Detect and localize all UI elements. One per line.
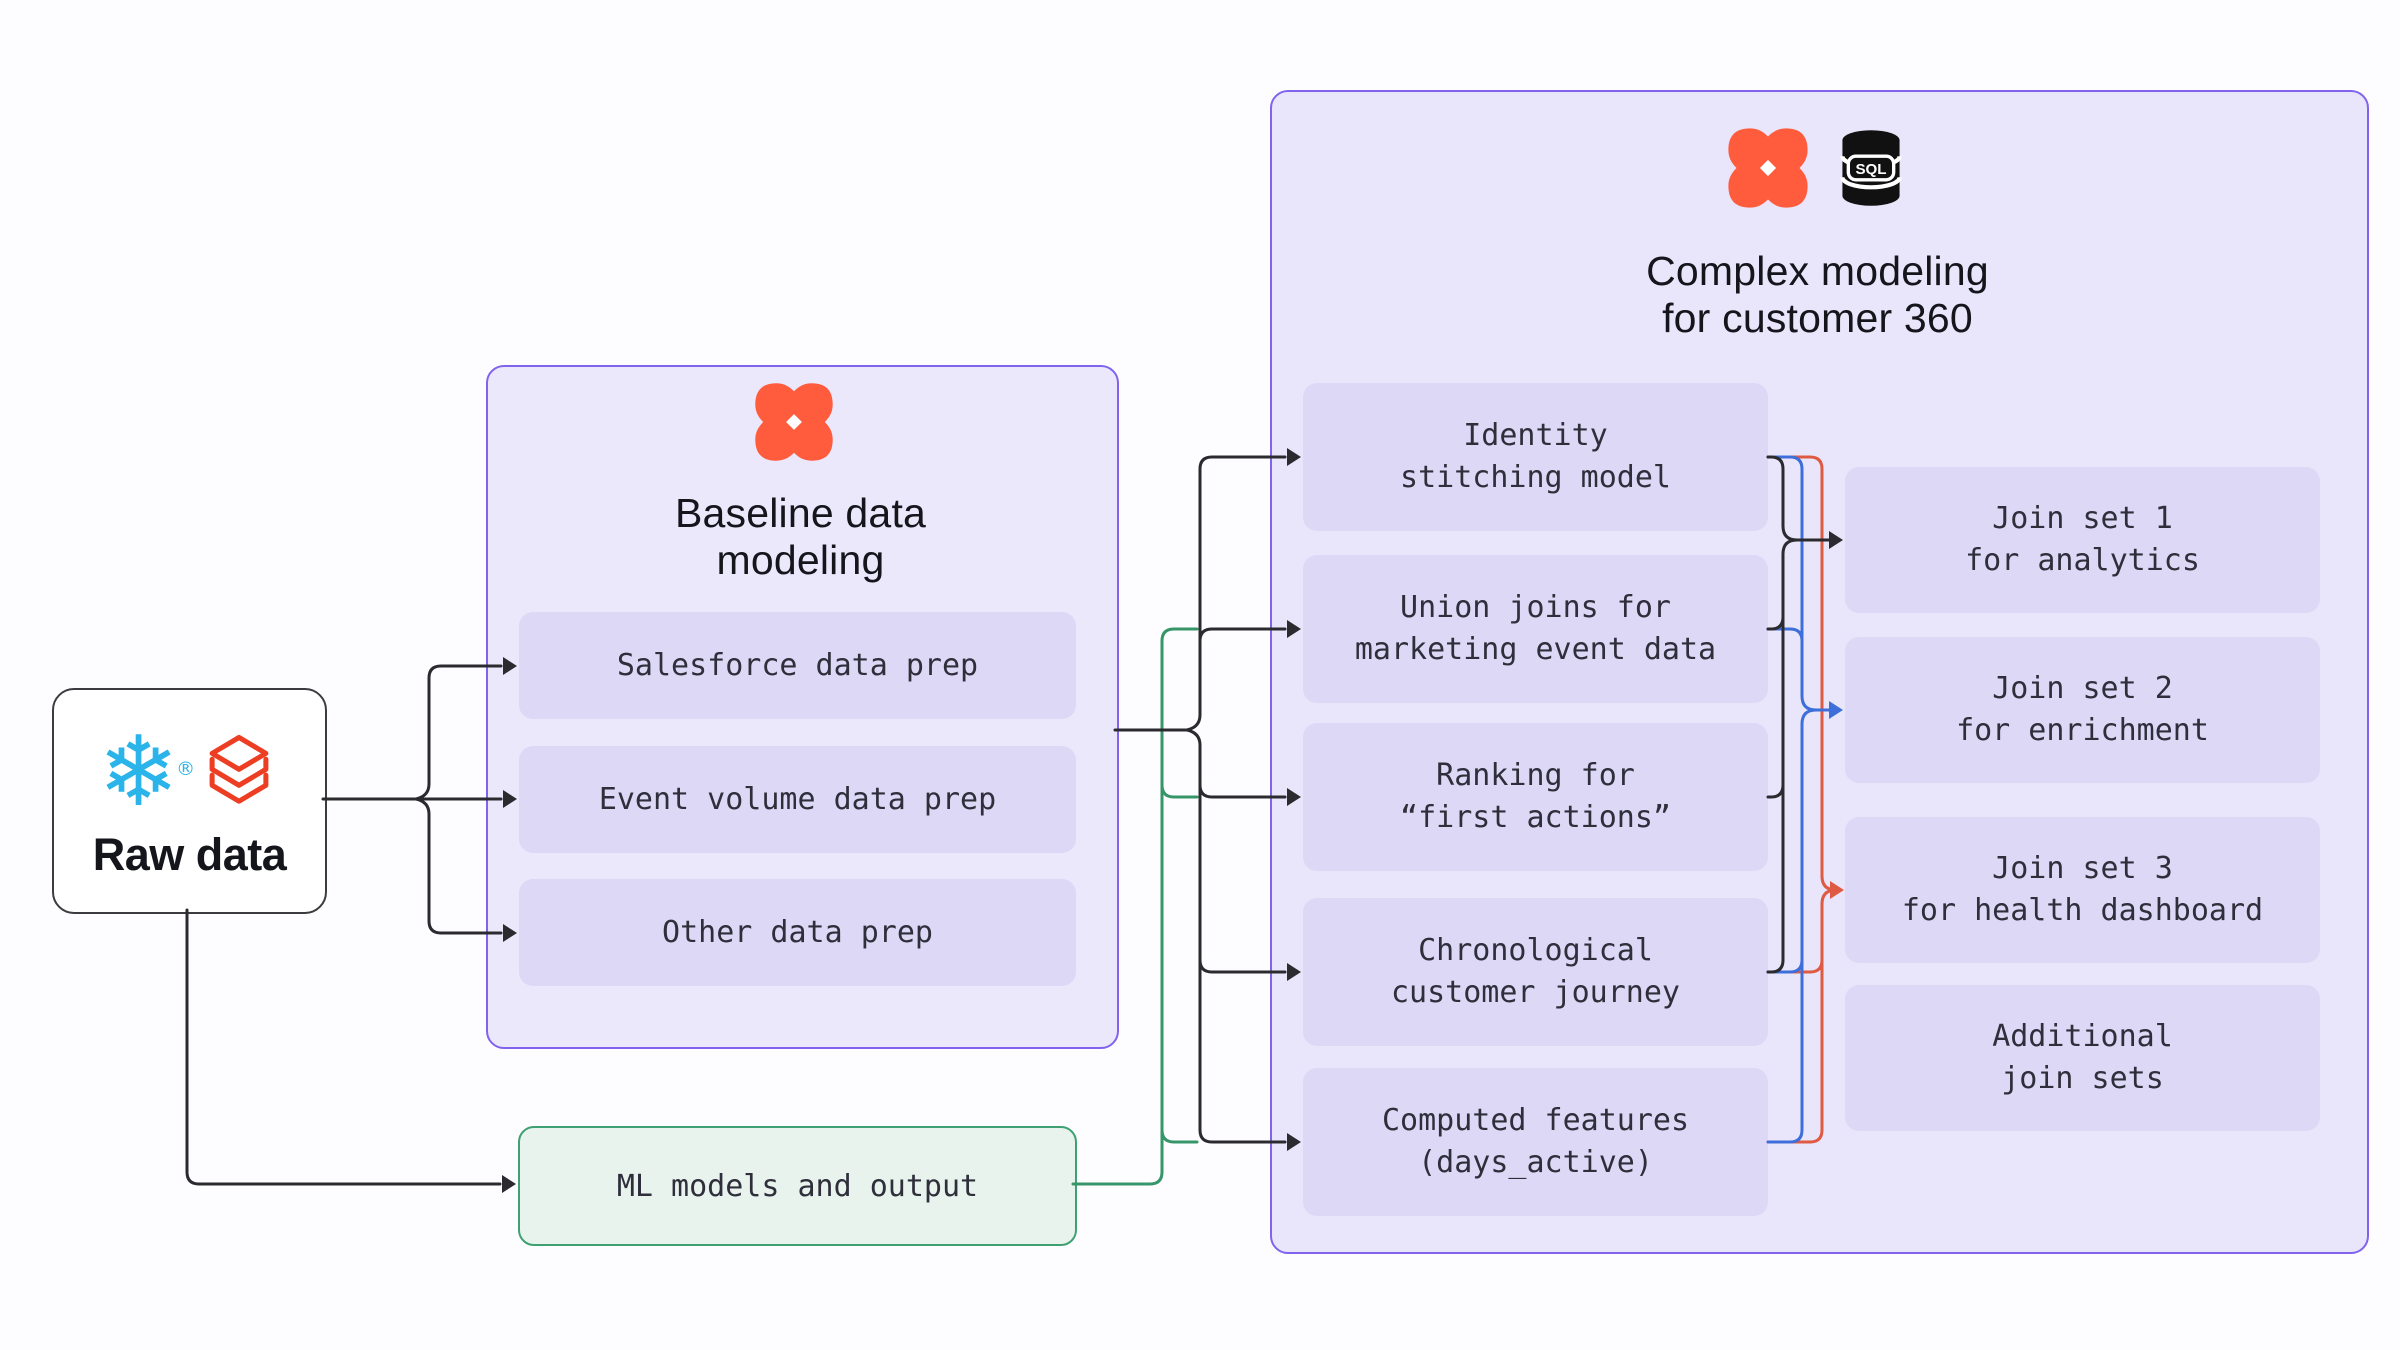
baseline-panel-title: Baseline data modeling: [674, 490, 927, 583]
identity-stitching-model-box: Identity stitching model: [1303, 383, 1768, 531]
computed-features-box: Computed features (days_active): [1303, 1068, 1768, 1216]
chronological-customer-journey-box: Chronological customer journey: [1303, 898, 1768, 1046]
sql-icon-label: SQL: [1855, 161, 1886, 178]
dbt-icon: [1727, 128, 1808, 208]
other-data-prep-box: Other data prep: [519, 879, 1076, 986]
raw-data-label: Raw data: [92, 829, 287, 880]
dbt-icon: [755, 383, 833, 461]
ranking-first-actions-box: Ranking for “first actions”: [1303, 723, 1768, 871]
join-set-1-box: Join set 1 for analytics: [1845, 467, 2320, 613]
salesforce-data-prep-box: Salesforce data prep: [519, 612, 1076, 719]
join-set-2-box: Join set 2 for enrichment: [1845, 637, 2320, 783]
join-set-3-box: Join set 3 for health dashboard: [1845, 817, 2320, 963]
additional-join-sets-box: Additional join sets: [1845, 985, 2320, 1131]
ml-models-node: ML models and output: [518, 1126, 1077, 1246]
complex-panel-icons: SQL: [1270, 122, 2365, 214]
complex-panel-title: Complex modeling for customer 360: [1646, 248, 1989, 341]
edge-raw-to-ml: [185, 908, 516, 1193]
raw-data-node: ❄® Raw data: [52, 688, 327, 914]
sql-database-icon: SQL: [1839, 130, 1902, 206]
raw-data-icons: ❄®: [98, 721, 281, 821]
union-joins-box: Union joins for marketing event data: [1303, 555, 1768, 703]
snowflake-icon: ❄®: [97, 714, 196, 828]
registered-trademark: ®: [176, 757, 196, 780]
databricks-icon: [209, 734, 269, 804]
event-volume-data-prep-box: Event volume data prep: [519, 746, 1076, 853]
ml-models-label: ML models and output: [616, 1168, 979, 1204]
